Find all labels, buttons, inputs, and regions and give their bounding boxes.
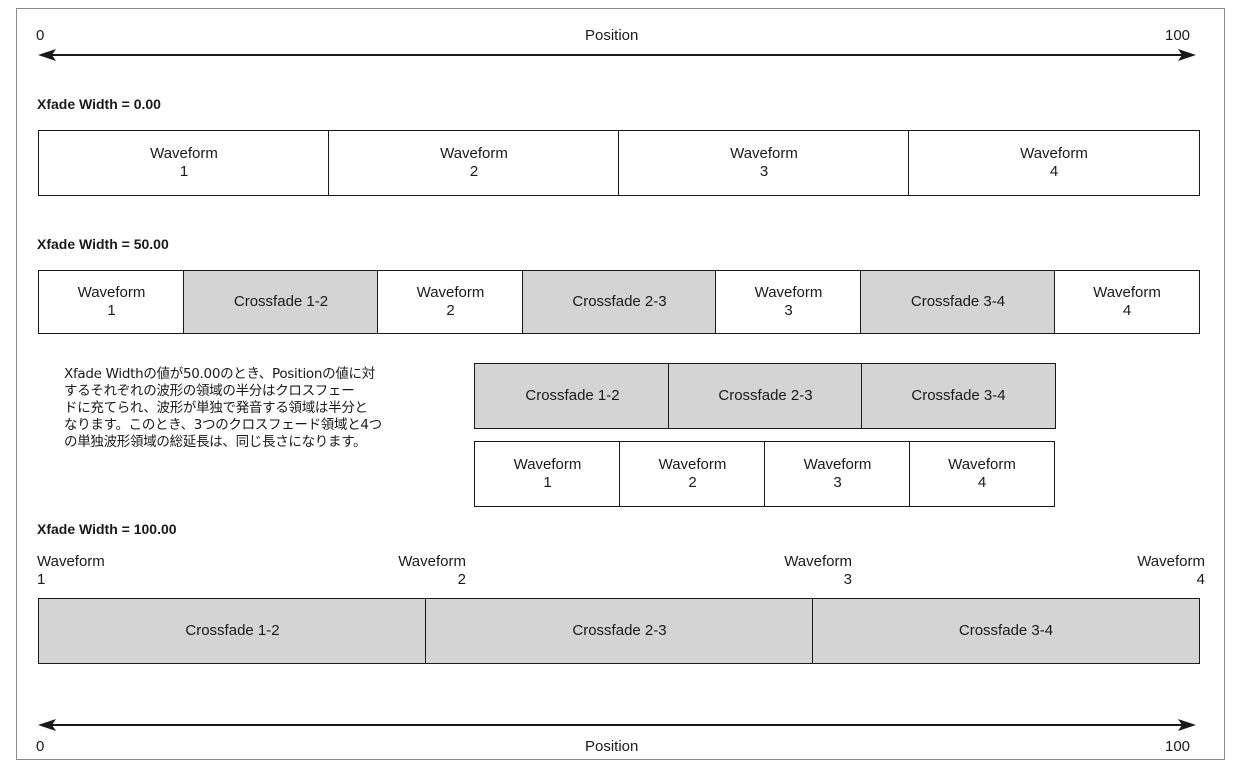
section-0-heading: Xfade Width = 0.00 (37, 96, 161, 112)
split-crossfade-2-3-cell: Crossfade 2-3 (668, 363, 863, 429)
cell-label: Waveform (1020, 145, 1088, 162)
waveform-1-marker: Waveform 1 (37, 553, 105, 589)
cell-number: 2 (446, 302, 455, 319)
waveform-4-marker: Waveform 4 (1137, 553, 1205, 589)
marker-label: Waveform (37, 553, 105, 570)
bottom-axis-min-label: 0 (36, 738, 45, 755)
top-axis-min-label: 0 (36, 27, 45, 44)
waveform-3-marker: Waveform 3 (784, 553, 852, 589)
marker-label: Waveform (784, 553, 852, 570)
section-100-heading: Xfade Width = 100.00 (37, 521, 177, 537)
cell-label: Crossfade 3-4 (910, 293, 1006, 310)
top-axis-title: Position (585, 27, 639, 44)
cell-label: Crossfade 2-3 (718, 387, 813, 404)
cell-label: Crossfade 1-2 (525, 387, 620, 404)
cell-label: Crossfade 3-4 (911, 387, 1006, 404)
note-line: なります。このとき、3つのクロスフェード領域と4つ (64, 417, 382, 433)
cell-label: Waveform (440, 145, 508, 162)
marker-label: Waveform (1137, 553, 1205, 570)
cell-number: 3 (759, 163, 769, 180)
cell-label: Waveform (658, 456, 727, 473)
cell-number: 4 (977, 474, 987, 491)
split-crossfade-1-2-cell: Crossfade 1-2 (474, 363, 671, 429)
bottom-axis-arrow (38, 719, 1196, 731)
note-line: の単独波形領域の総延長は、同じ長さになります。 (64, 434, 367, 450)
cell-number: 4 (1122, 302, 1132, 319)
explanation-note: Xfade Widthの値が50.00のとき、Positionの値に対 するそれ… (64, 366, 496, 451)
marker-number: 3 (843, 571, 852, 588)
cell-label: Waveform (754, 284, 823, 301)
top-axis-arrow (38, 49, 1196, 61)
split-crossfade-3-4-cell: Crossfade 3-4 (861, 363, 1056, 429)
cell-label: Waveform (948, 456, 1016, 473)
bottom-axis-max-label: 100 (1165, 738, 1191, 755)
cell-label: Crossfade 2-3 (572, 622, 667, 639)
cell-number: 2 (469, 163, 479, 180)
marker-number: 2 (457, 571, 466, 588)
cell-label: Crossfade 1-2 (233, 293, 329, 310)
top-axis-max-label: 100 (1165, 27, 1191, 44)
cell-label: Waveform (803, 456, 872, 473)
crossfade-1-2-cell: Crossfade 1-2 (38, 598, 427, 664)
marker-label: Waveform (398, 553, 466, 570)
cell-number: 1 (107, 302, 116, 319)
section-50-heading: Xfade Width = 50.00 (37, 236, 169, 252)
cell-label: Crossfade 1-2 (185, 622, 280, 639)
cell-label: Crossfade 2-3 (572, 293, 667, 310)
marker-number: 4 (1196, 571, 1205, 588)
cell-number: 2 (688, 474, 697, 491)
note-line: するそれぞれの波形の領域の半分はクロスフェー (64, 383, 355, 399)
crossfade-2-3-cell: Crossfade 2-3 (425, 598, 814, 664)
cell-number: 4 (1049, 163, 1059, 180)
cell-label: Waveform (150, 145, 218, 162)
cell-label: Waveform (1093, 284, 1161, 301)
cell-number: 1 (543, 474, 552, 491)
cell-label: Waveform (730, 145, 798, 162)
cell-number: 1 (179, 163, 189, 180)
cell-number: 3 (784, 302, 793, 319)
bottom-axis-title: Position (585, 738, 639, 755)
crossfade-2-3-cell: Crossfade 2-3 (522, 270, 717, 334)
cell-label: Waveform (77, 284, 146, 301)
marker-number: 1 (37, 571, 46, 588)
cell-label: Crossfade 3-4 (958, 622, 1054, 639)
cell-label: Waveform (416, 284, 485, 301)
note-line: Xfade Widthの値が50.00のとき、Positionの値に対 (64, 366, 375, 382)
note-line: ドに充てられ、波形が単独で発音する領域は半分と (64, 400, 368, 416)
crossfade-3-4-cell: Crossfade 3-4 (860, 270, 1056, 334)
waveform-2-marker: Waveform 2 (398, 553, 466, 589)
cell-label: Waveform (513, 456, 582, 473)
diagram-frame (16, 8, 1225, 760)
crossfade-3-4-cell: Crossfade 3-4 (812, 598, 1200, 664)
crossfade-1-2-cell: Crossfade 1-2 (183, 270, 379, 334)
cell-number: 3 (833, 474, 842, 491)
